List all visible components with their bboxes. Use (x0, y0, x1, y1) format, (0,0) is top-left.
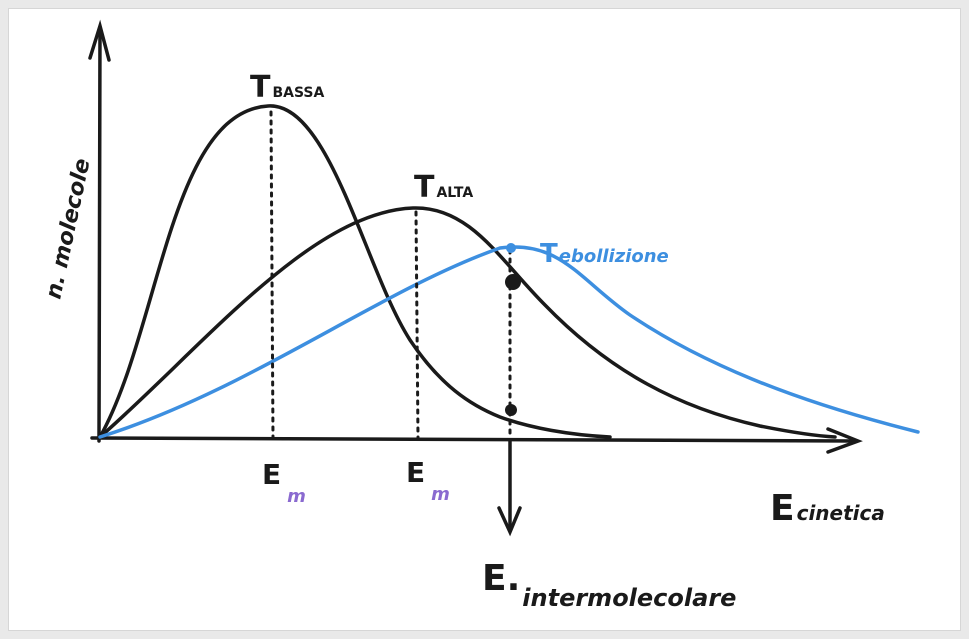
label-em-bassa: Em (262, 458, 306, 507)
y-axis-arrowhead (88, 19, 111, 62)
axes (88, 19, 863, 454)
diagram-frame (8, 8, 961, 631)
threshold-arrow (497, 438, 522, 537)
y-axis (97, 26, 102, 443)
guide-peak-alta (414, 210, 420, 440)
marker-alta-intersection (505, 274, 521, 290)
marker-bassa-intersection (505, 404, 517, 416)
label-e-intermolecolare: E.intermolecolare (482, 558, 736, 612)
y-axis-label: n. molecole (41, 156, 95, 301)
guide-lines (269, 110, 512, 440)
marker-boiling-peak (506, 243, 516, 253)
label-em-alta: Em (406, 456, 450, 505)
guide-peak-bassa (269, 110, 275, 440)
curve-t-bassa (98, 104, 612, 439)
x-axis (90, 436, 857, 443)
curve-t-ebollizione (98, 245, 920, 439)
label-t-ebollizione: Tebollizione (540, 239, 669, 269)
x-axis-arrowhead (826, 427, 863, 454)
curve-t-alta (98, 206, 837, 439)
